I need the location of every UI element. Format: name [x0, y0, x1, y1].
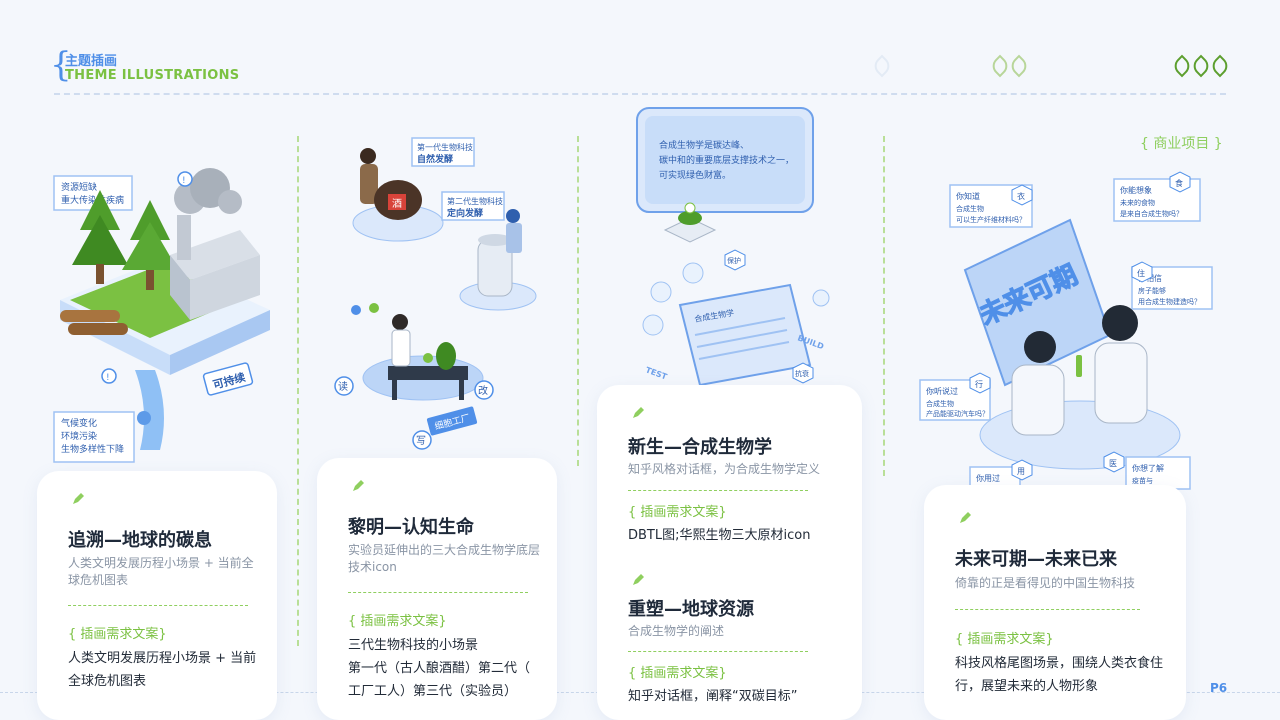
callout-text: 自然发酵 [417, 153, 453, 165]
sparkle-icon-double [988, 54, 1031, 80]
card-future: 未来可期—未来已来 倚靠的正是看得见的中国生物科技 { 插画需求文案} 科技风格… [924, 485, 1186, 720]
tech-char: 写 [416, 435, 426, 447]
sparkle-icon-triple [1170, 54, 1232, 80]
card-body-line: 三代生物科技的小场景 [348, 638, 479, 653]
card-subtitle: 人类文明发展历程小场景 + 当前全球危机图表 [68, 556, 254, 587]
hex-badge: 行 [975, 379, 983, 389]
page-number: P6 [1210, 681, 1228, 695]
svg-text:!: ! [182, 176, 186, 186]
question-text: 用合成生物建造吗？ [1138, 297, 1201, 306]
card-requirement-label: { 插画需求文案} [68, 627, 167, 642]
hex-badge: 住 [1137, 268, 1145, 278]
tech-char: 读 [338, 380, 348, 393]
column-divider-1 [297, 136, 299, 646]
hex-badge: 衣 [1017, 191, 1025, 201]
question-text: 你听说过 [926, 386, 958, 396]
pencil-icon [960, 512, 971, 523]
question-text: 合成生物 [956, 204, 984, 213]
card-requirement-label: { 插画需求文案} [955, 632, 1054, 647]
business-project-tag: { 商业项目 } [1140, 136, 1223, 152]
screen-text: 碳中和的重要底层支撑技术之一， [659, 154, 794, 166]
dbtl-tag: TEST [644, 365, 668, 381]
earth-carbon-illustration: 资源短缺 重大传染性疾病 可持续 ! ! 气候变化 环境污染 生物多样性下降 [53, 168, 270, 463]
future-illustration: 你知道 合成生物 可以生产纤维材料吗？ 衣 你能想象 未来的食物 是来自合成生物… [919, 171, 1213, 490]
hex-tag: 抗衰 [795, 369, 809, 378]
card-subtitle: 倚靠的正是看得见的中国生物科技 [955, 576, 1136, 590]
synthetic-biology-illustration: 合成生物学是碳达峰、 碳中和的重要底层支撑技术之一， 可实现绿色财富。 保护 合… [636, 107, 830, 387]
callout-text: 气候变化 [61, 417, 97, 429]
tech-char: 改 [478, 384, 488, 397]
pencil-icon [73, 493, 84, 504]
hex-badge: 医 [1109, 459, 1117, 468]
card-title: 黎明—认知生命 [348, 517, 474, 538]
screen-text: 合成生物学是碳达峰、 [659, 139, 749, 151]
card-subtitle-2: 合成生物学的阐述 [628, 624, 725, 638]
question-text: 合成生物 [926, 399, 954, 408]
callout-text: 重大传染性疾病 [61, 194, 124, 206]
header-brace: { [50, 45, 72, 85]
card-divider-2 [628, 651, 808, 652]
card-body-2: 知乎对话框，阐释“双碳目标” [628, 689, 798, 704]
card-divider [348, 592, 528, 593]
callout-text: 生物多样性下降 [61, 443, 124, 455]
question-text: 房子能够 [1138, 286, 1166, 295]
card-divider [628, 490, 808, 491]
question-text: 可以生产纤维材料吗？ [956, 215, 1026, 224]
card-title: 新生—合成生物学 [628, 437, 772, 458]
question-text: 产品能驱动汽车吗？ [926, 409, 989, 418]
hex-badge: 用 [1017, 467, 1025, 476]
callout-text: 第一代生物科技 [417, 142, 473, 152]
card-subtitle: 知乎风格对话框，为合成生物学定义 [628, 462, 821, 476]
sparkle-icon-faint [870, 54, 894, 80]
card-requirement-label-2: { 插画需求文案} [628, 666, 727, 681]
card-body: 科技风格尾图场景，围绕人类衣食住行，展望未来的人物形象 [955, 656, 1164, 694]
column-divider-3 [883, 136, 885, 476]
card-title-2: 重塑—地球资源 [628, 599, 754, 620]
pencil-icon [353, 480, 364, 491]
card-dawn: 黎明—认知生命 实验员延伸出的三大合成生物学底层技术icon { 插画需求文案}… [317, 458, 557, 720]
svg-text:!: ! [106, 373, 110, 383]
callout-text: 环境污染 [61, 430, 97, 442]
top-divider [54, 93, 1226, 95]
card-title: 追溯—地球的碳息 [68, 530, 212, 551]
question-text: 你能想象 [1120, 185, 1152, 195]
card-requirement-label: { 插画需求文案} [628, 505, 727, 520]
card-divider [68, 605, 248, 606]
card-body: 人类文明发展历程小场景 + 当前全球危机图表 [68, 651, 257, 689]
card-body: DBTL图;华熙生物三大原材icon [628, 528, 811, 543]
card-carbon: 追溯—地球的碳息 人类文明发展历程小场景 + 当前全球危机图表 { 插画需求文案… [37, 471, 277, 720]
header-title-cn: 主题插画 [65, 54, 118, 69]
question-text: 未来的食物 [1120, 198, 1155, 207]
card-body-line: 第一代（古人酿酒醋）第二代（ [348, 661, 531, 676]
card-title: 未来可期—未来已来 [955, 549, 1117, 570]
hex-tag: 保护 [727, 256, 741, 265]
question-text: 疫苗与 [1132, 476, 1153, 485]
question-text: 你知道 [956, 191, 980, 201]
card-body: 三代生物科技的小场景 第一代（古人酿酒醋）第二代（ 工厂工人）第三代（实验员） [348, 634, 548, 703]
card-body-line: 工厂工人）第三代（实验员） [348, 684, 518, 699]
column-divider-2 [577, 136, 579, 466]
pencil-icon [633, 574, 644, 585]
question-text: 你用过 [976, 473, 1000, 483]
question-text: 你想了解 [1132, 463, 1164, 473]
callout-text: 资源短缺 [61, 181, 97, 193]
pencil-icon [633, 407, 644, 418]
callout-text: 第二代生物科技 [447, 196, 503, 206]
screen-text: 可实现绿色财富。 [659, 169, 731, 181]
dawn-illustration: 第一代生物科技 自然发酵 酒 第二代生物科技 定向发酵 细胞工厂 读 写 改 [334, 137, 537, 450]
header-title-en: THEME ILLUSTRATIONS [65, 68, 240, 83]
card-subtitle: 实验员延伸出的三大合成生物学底层技术icon [348, 543, 541, 574]
card-divider [955, 609, 1140, 610]
hex-badge: 食 [1175, 178, 1183, 188]
card-requirement-label: { 插画需求文案} [348, 614, 447, 629]
card-new-life: 新生—合成生物学 知乎风格对话框，为合成生物学定义 { 插画需求文案} DBTL… [597, 385, 862, 720]
wine-jar-label: 酒 [392, 198, 402, 210]
question-text: 是来自合成生物吗？ [1120, 209, 1183, 218]
callout-text: 定向发酵 [446, 207, 483, 219]
